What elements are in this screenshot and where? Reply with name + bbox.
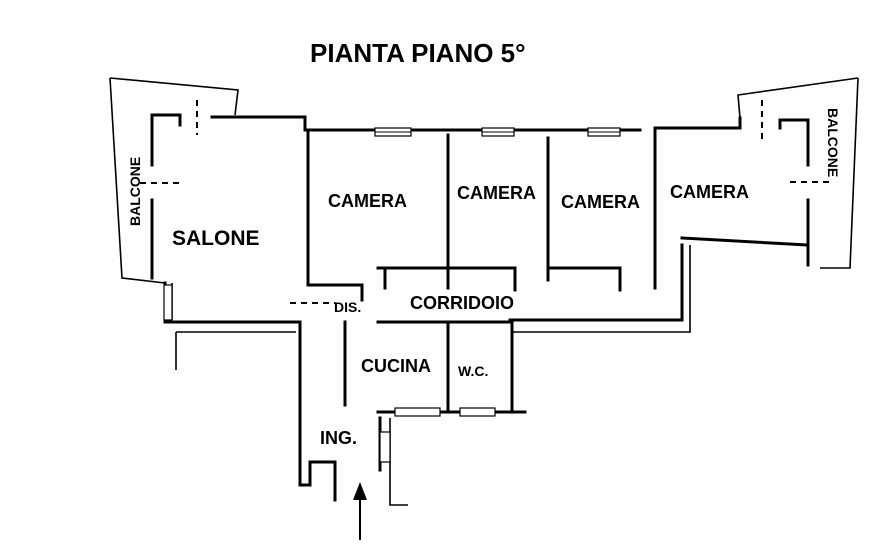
entrance-arrow-icon bbox=[353, 482, 367, 540]
room-label-camera-4: CAMERA bbox=[670, 182, 749, 202]
window-ingresso bbox=[379, 431, 391, 463]
windows bbox=[163, 127, 621, 463]
room-label-ingresso: ING. bbox=[320, 428, 357, 448]
balcony-left bbox=[109, 77, 239, 284]
room-label-dis: DIS. bbox=[334, 299, 361, 315]
window-wc bbox=[459, 407, 496, 417]
room-label-wc: W.C. bbox=[458, 363, 488, 379]
room-label-corridoio: CORRIDOIO bbox=[410, 293, 514, 313]
room-label-camera-3: CAMERA bbox=[561, 192, 640, 212]
window-cucina bbox=[394, 407, 441, 417]
balcony-right bbox=[737, 77, 859, 269]
room-label-camera-2: CAMERA bbox=[457, 183, 536, 203]
window-salone bbox=[163, 284, 173, 321]
room-label-balcone-left: BALCONE bbox=[127, 157, 143, 226]
plan-title: PIANTA PIANO 5° bbox=[310, 38, 526, 68]
room-label-camera-1: CAMERA bbox=[328, 191, 407, 211]
room-label-cucina: CUCINA bbox=[361, 356, 431, 376]
room-label-salone: SALONE bbox=[172, 227, 260, 250]
interior-walls bbox=[290, 126, 657, 414]
room-label-balcone-right: BALCONE bbox=[825, 108, 841, 177]
